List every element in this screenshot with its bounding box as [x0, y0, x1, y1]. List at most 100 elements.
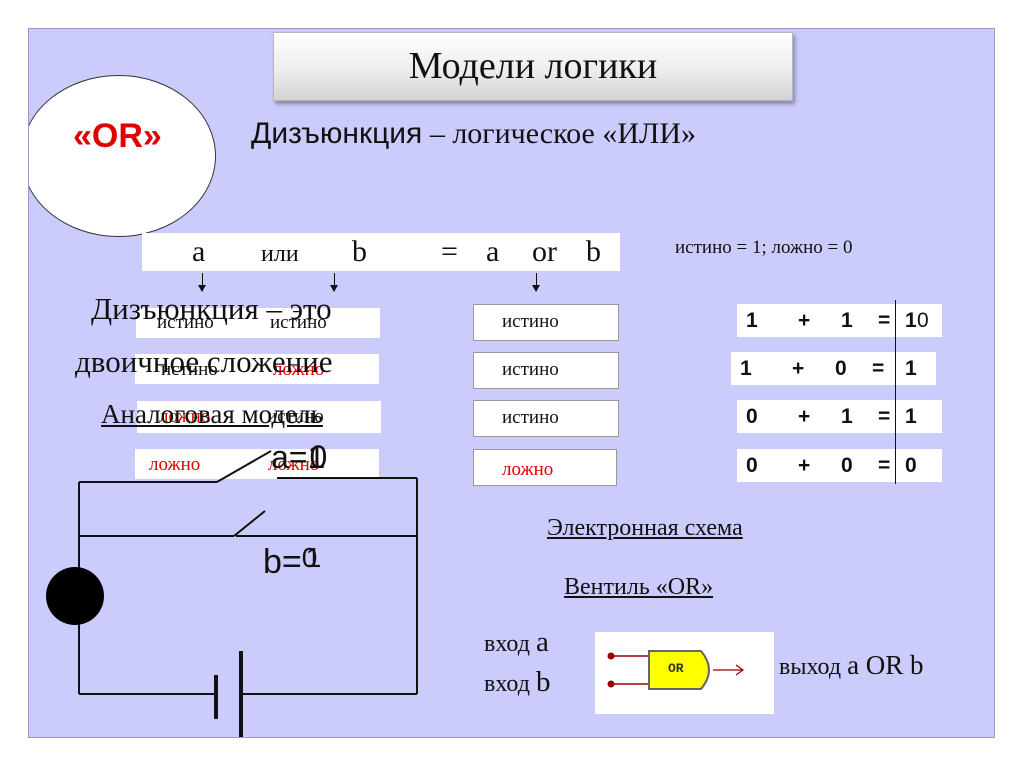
result-row-4: [473, 449, 617, 486]
analog-circuit: [46, 450, 418, 737]
overlay-line-1: Дизъюнкция – это: [91, 291, 332, 326]
sum-b-3: 1: [841, 405, 853, 428]
truth-b-1: истино: [270, 312, 327, 333]
result-row-1: [473, 304, 619, 341]
result-row-3: [473, 400, 619, 437]
formula-b: b: [352, 235, 367, 268]
output-word: выход: [779, 654, 848, 680]
electronic-scheme-title: Электронная схема: [547, 515, 743, 541]
sum-plus-1: +: [798, 309, 811, 332]
label-a-value-1: 1: [307, 439, 326, 475]
formula-a: a: [192, 235, 206, 268]
label-b-value-0: 0: [301, 542, 318, 573]
formula-or-ru: или: [261, 241, 299, 267]
sum-a-4: 0: [746, 454, 758, 477]
result-row-2: [473, 352, 619, 389]
arrow-result-icon: [532, 273, 540, 292]
gate-input-a-pin: [607, 652, 615, 660]
subtitle-rest: – логическое «ИЛИ»: [422, 117, 697, 150]
truth-a-3: ложно: [159, 406, 211, 427]
slide: Модели логики «OR» Дизъюнкция – логическ…: [28, 28, 995, 738]
or-gate-diagram: [607, 650, 745, 690]
badge-circle: [29, 75, 216, 237]
sum-r2-1: 0: [917, 309, 929, 332]
input-a-var: a: [535, 626, 549, 658]
truth-row-3: [137, 401, 381, 433]
sum-b-2: 0: [835, 357, 847, 380]
formula-or-en: or: [532, 235, 557, 268]
sum-a-3: 0: [746, 405, 758, 428]
result-4: ложно: [502, 459, 554, 480]
formula-a2: a: [486, 235, 500, 268]
arrow-a-icon: [198, 273, 206, 292]
arrow-b-icon: [330, 273, 338, 292]
subtitle-word: Дизъюнкция: [251, 117, 423, 150]
truth-b-4: ложно: [268, 454, 320, 475]
sum-plus-2: +: [792, 357, 805, 380]
sum-eq-2: =: [872, 357, 885, 380]
sum-eq-1: =: [878, 309, 891, 332]
gate-input-b-pin: [607, 680, 615, 688]
sum-a-2: 1: [740, 357, 752, 380]
truth-row-1: [136, 308, 380, 338]
lamp-icon: [46, 567, 104, 625]
or-badge: «OR»: [73, 117, 162, 155]
subtitle: Дизъюнкция – логическое «ИЛИ»: [251, 117, 696, 151]
or-gate-body: [648, 650, 710, 690]
or-gate-label: OR: [668, 661, 684, 676]
result-3: истино: [502, 407, 559, 428]
sum-b-4: 0: [841, 454, 853, 477]
label-a-text: a=: [271, 439, 308, 475]
input-a-word: вход: [484, 631, 536, 657]
sum-row-1: 1 + 1 = 1 0: [737, 304, 942, 337]
slide-title: Модели логики: [273, 32, 793, 101]
sum-eq-3: =: [878, 405, 891, 428]
label-b-text: b=: [263, 543, 302, 581]
sum-divider: [895, 300, 896, 484]
label-b-value-1: 1: [305, 542, 322, 573]
input-b-var: b: [535, 666, 551, 698]
sum-r1-3: 1: [905, 405, 917, 428]
truth-a-2: истино: [161, 359, 218, 380]
input-b-word: вход: [484, 671, 536, 697]
result-1: истино: [502, 311, 559, 332]
value-legend: истино = 1; ложно = 0: [675, 237, 853, 258]
formula-equals: =: [441, 235, 458, 268]
gate-title: Вентиль «OR»: [564, 574, 714, 600]
sum-eq-4: =: [878, 454, 891, 477]
sum-r1-4: 0: [905, 454, 917, 477]
label-a-value-0: 0: [309, 439, 328, 475]
sum-row-2: 1 + 0 = 1: [731, 352, 936, 385]
switch-a: [216, 450, 272, 483]
truth-a-1: истино: [157, 312, 214, 333]
truth-row-4: [135, 449, 379, 479]
output-label: выход a OR b: [779, 650, 924, 681]
gate-output-arrow-icon: [735, 664, 745, 676]
formula-bar: [142, 233, 620, 271]
sum-b-1: 1: [841, 309, 853, 332]
overlay-line-2: двоичное сложение: [75, 344, 333, 379]
output-expr: a OR b: [847, 650, 924, 680]
sum-plus-3: +: [798, 405, 811, 428]
gate-image-box: OR: [595, 632, 774, 714]
analog-model-title: Аналоговая модель: [101, 399, 323, 429]
sum-plus-4: +: [798, 454, 811, 477]
truth-b-3: истино: [267, 406, 324, 427]
sum-row-4: 0 + 0 = 0: [737, 449, 942, 482]
truth-b-2: ложно: [273, 359, 325, 380]
switch-b: [233, 510, 266, 537]
result-2: истино: [502, 359, 559, 380]
sum-row-3: 0 + 1 = 1: [737, 400, 942, 433]
formula-b2: b: [586, 235, 601, 268]
truth-row-2: [135, 354, 379, 384]
sum-a-1: 1: [746, 309, 758, 332]
truth-a-4: ложно: [149, 454, 201, 475]
input-b-label: вход b: [484, 666, 550, 699]
sum-r1-2: 1: [905, 357, 917, 380]
input-a-label: вход a: [484, 626, 549, 659]
sum-r1-1: 1: [905, 309, 917, 332]
